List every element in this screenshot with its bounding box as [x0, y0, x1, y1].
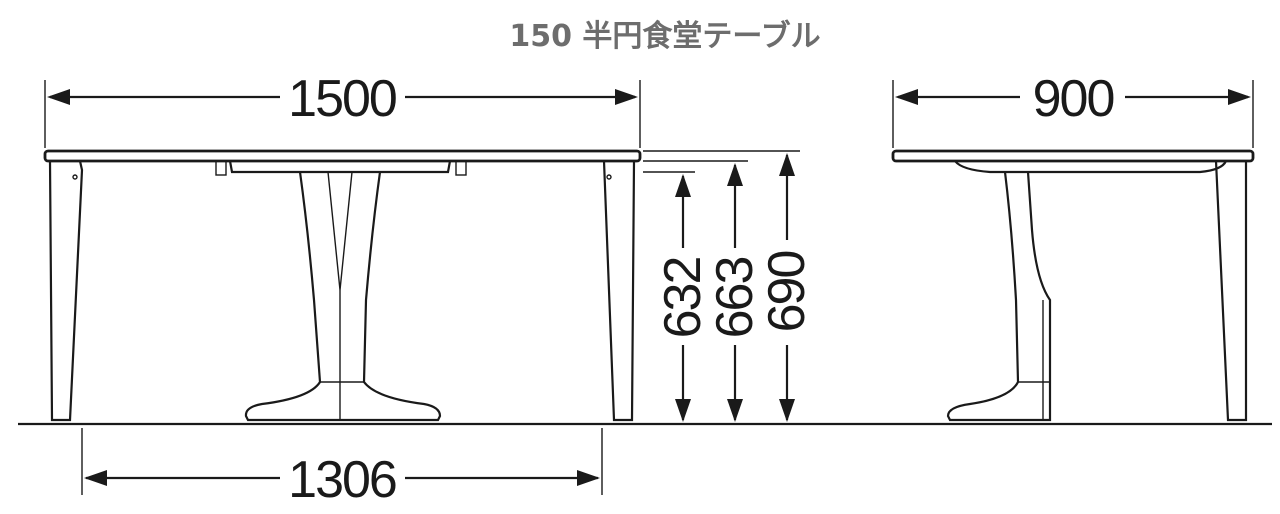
dim-label-690: 690	[758, 252, 816, 333]
side-view	[891, 149, 1255, 422]
front-tabletop	[43, 149, 642, 163]
dim-leg-span: 1306	[81, 428, 603, 509]
front-bracket-left	[215, 160, 227, 176]
front-right-leg-bolt	[606, 174, 612, 180]
front-view	[43, 149, 642, 422]
side-tabletop	[891, 149, 1255, 163]
dim-label-1500: 1500	[288, 70, 396, 128]
side-pedestal	[946, 171, 1052, 422]
dim-label-663: 663	[706, 258, 764, 339]
dim-label-1306: 1306	[288, 451, 396, 509]
front-left-leg	[48, 160, 84, 422]
drawing-title: 150 半円食堂テーブル	[509, 19, 820, 54]
front-apron	[228, 160, 452, 174]
dim-label-900: 900	[1033, 70, 1114, 128]
front-pedestal	[244, 171, 442, 422]
side-apron	[954, 160, 1228, 174]
dim-heights: 632 663 690	[643, 150, 816, 422]
front-pedestal-inner	[327, 171, 353, 291]
front-right-leg	[602, 160, 636, 422]
dim-label-632: 632	[654, 258, 712, 339]
dim-side-depth: 900	[892, 70, 1254, 148]
front-left-leg-bolt	[72, 174, 78, 180]
dim-front-width: 1500	[44, 70, 641, 148]
side-right-leg	[1214, 160, 1248, 422]
front-bracket-right	[455, 160, 467, 176]
